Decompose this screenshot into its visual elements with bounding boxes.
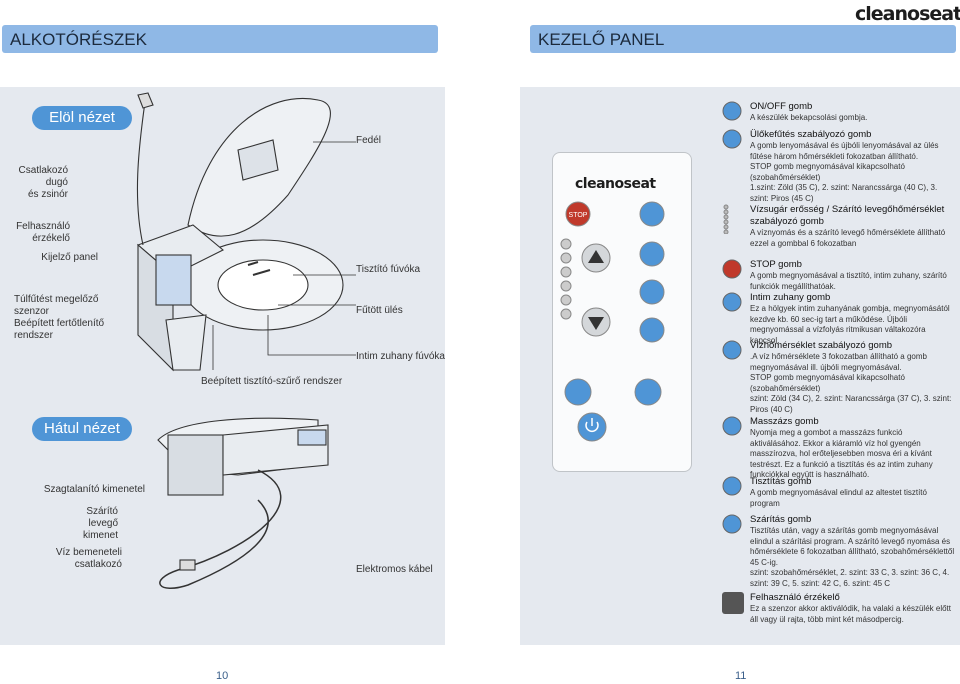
- remote-clean-button[interactable]: [639, 279, 665, 305]
- remote-power-button[interactable]: [577, 412, 607, 442]
- control-title: Vízhőmérséklet szabályozó gomb: [750, 340, 893, 351]
- control-title: Vízsugár erősség / Szárító levegőhőmérsé…: [750, 204, 945, 227]
- level-dots-icon: [722, 204, 742, 235]
- control-title: ON/OFF gomb: [750, 101, 813, 112]
- label-user-sensor: Felhasználó érzékelő: [16, 221, 70, 244]
- label-intim-nozzle: Intim zuhany fúvóka: [356, 351, 445, 362]
- label-clean-nozzle: Tisztító fúvóka: [356, 264, 421, 275]
- control-text: A gomb lenyomásával és újbóli lenyomásáv…: [750, 141, 939, 203]
- remote-brand-logo: cleanoseat: [575, 176, 656, 192]
- control-text: A gomb megnyomásával elindul az altestet…: [750, 488, 927, 508]
- header-left: ALKOTÓRÉSZEK: [2, 25, 438, 53]
- label-water-inlet: Víz bemeneteli csatlakozó: [55, 547, 122, 570]
- label-drain: Szagtalanító kimenetel: [43, 484, 145, 495]
- page-number-right: 11: [735, 670, 747, 682]
- page-number-left: 10: [216, 670, 229, 682]
- control-text: A készülék bekapcsolási gombja.: [750, 113, 868, 122]
- control-text: Ez a szenzor akkor aktiválódik, ha valak…: [750, 604, 951, 624]
- remote-seat-heat-button[interactable]: [564, 378, 592, 406]
- control-title: Tisztítás gomb: [750, 476, 812, 487]
- remote-buttons: STOP: [560, 201, 665, 442]
- label-lid: Fedél: [356, 135, 382, 146]
- control-text: Tisztítás után, vagy a szárítás gomb meg…: [750, 526, 955, 588]
- control-desc: Vízhőmérséklet szabályozó gomb.A víz hőm…: [750, 340, 955, 415]
- control-text: A víznyomás és a szárító levegő hőmérsék…: [750, 228, 946, 248]
- control-title: Masszázs gomb: [750, 416, 819, 427]
- label-filter: Beépített tisztító-szűrő rendszer: [201, 376, 343, 387]
- label-cable: Elektromos kábel: [356, 564, 433, 575]
- control-title: Intim zuhany gomb: [750, 292, 831, 303]
- remote-bidet-button[interactable]: [639, 201, 665, 227]
- control-text: .A víz hőmérséklete 3 fokozatban állítha…: [750, 352, 952, 414]
- header-right: KEZELŐ PANEL: [530, 25, 956, 53]
- control-title: Felhasználó érzékelő: [750, 592, 840, 603]
- control-title: Ülőkefűtés szabályozó gomb: [750, 129, 872, 140]
- front-view-title: Elöl nézet: [32, 106, 132, 130]
- remote-massage-button[interactable]: [639, 241, 665, 267]
- remote-stop-label: STOP: [569, 212, 588, 219]
- dry-icon: [722, 514, 742, 534]
- brand-logo: cleanoseat: [855, 3, 960, 25]
- label-display: Kijelző panel: [41, 252, 98, 263]
- stop-icon: [722, 259, 742, 279]
- control-title: Szárítás gomb: [750, 514, 812, 525]
- sensor-icon: [722, 592, 744, 614]
- water-temp-icon: [722, 340, 742, 360]
- control-text: Nyomja meg a gombot a masszázs funkció a…: [750, 428, 933, 479]
- massage-icon: [722, 416, 742, 436]
- remote-dry-button[interactable]: [639, 317, 665, 343]
- power-icon: [722, 101, 742, 121]
- control-title: STOP gomb: [750, 259, 802, 270]
- control-text: A gomb megnyomásával a tisztító, intim z…: [750, 271, 947, 291]
- seat-heat-icon: [722, 129, 742, 149]
- bidet-icon: [722, 292, 742, 312]
- toilet-diagram: [136, 92, 356, 589]
- label-heated-seat: Fűtött ülés: [356, 305, 403, 316]
- rear-view-title: Hátul nézet: [32, 417, 132, 441]
- remote-stop-button[interactable]: [565, 201, 591, 227]
- label-dryer-outlet: Szárító levegő kimenet: [82, 506, 118, 541]
- remote-water-temp-button[interactable]: [634, 378, 662, 406]
- clean-icon: [722, 476, 742, 496]
- control-desc: Vízsugár erősség / Szárító levegőhőmérsé…: [750, 204, 955, 249]
- label-plug: Csatlakozó dugó és zsinór: [18, 165, 68, 200]
- label-overheat: Túlfűtést megelőző szenzor Beépített fer…: [14, 294, 105, 341]
- control-text: Ez a hölgyek intim zuhanyának gombja, me…: [750, 304, 950, 345]
